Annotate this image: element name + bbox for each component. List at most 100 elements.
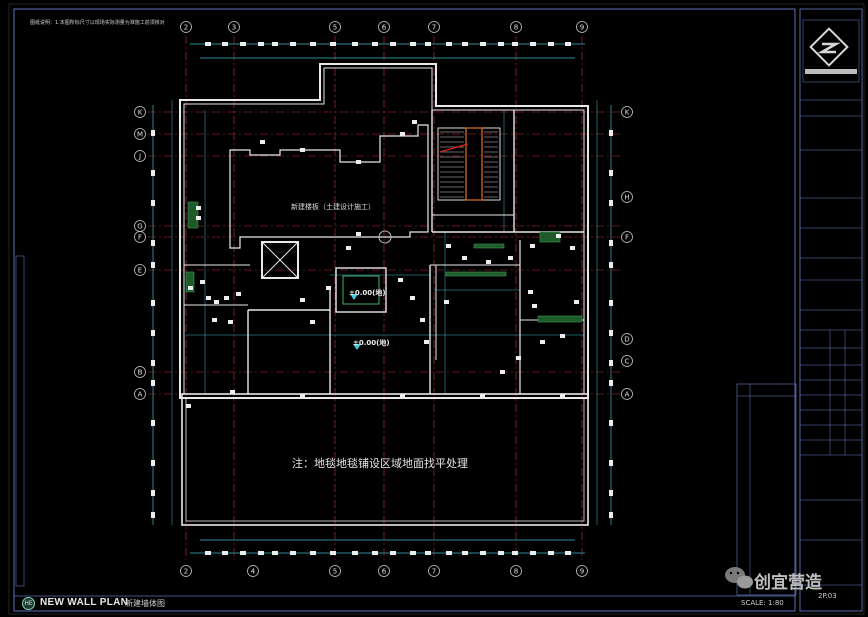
dimension-mark [151, 490, 155, 496]
cad-mark [480, 394, 485, 398]
axis-bubble-circle [228, 21, 240, 33]
dimension-mark [390, 42, 396, 46]
dimension-mark [272, 551, 278, 555]
cad-mark [346, 246, 351, 250]
axis-bubble-label: 6 [382, 568, 387, 576]
dimension-mark [352, 551, 358, 555]
dimension-mark [151, 330, 155, 336]
axis-bubble-label: 8 [514, 568, 518, 576]
dimension-mark [205, 42, 211, 46]
dimension-mark [410, 551, 416, 555]
dimension-mark [425, 42, 431, 46]
axis-bubble-label: 7 [432, 568, 436, 576]
axis-bubble-circle [134, 264, 146, 276]
dimension-mark [609, 512, 613, 518]
dimension-mark [151, 512, 155, 518]
company-logo [805, 27, 857, 74]
axis-bubble-circle [428, 565, 440, 577]
axis-bubble-circle [621, 388, 633, 400]
cad-mark [398, 278, 403, 282]
axis-bubble-circle [134, 388, 146, 400]
watermark-brand: 创宜营造 [754, 573, 822, 593]
axis-bubble: 9 [576, 565, 588, 577]
fixture-hatches [185, 201, 583, 323]
cad-mark [356, 160, 361, 164]
axis-bubble-circle [134, 366, 146, 378]
axis-bubble-circle [134, 128, 146, 140]
dimension-mark [290, 42, 296, 46]
axis-bubble-label: H [624, 194, 629, 202]
cad-mark [424, 340, 429, 344]
cad-mark [508, 256, 513, 260]
cad-mark [206, 296, 211, 300]
axis-bubble: 6 [378, 21, 390, 33]
axis-bubble-label: 5 [333, 24, 337, 32]
dimension-mark [548, 551, 554, 555]
dimension-mark [512, 42, 518, 46]
cad-mark [300, 148, 305, 152]
left-strip [15, 255, 25, 587]
axis-bubble-label: 2 [184, 24, 188, 32]
axis-bubble: F [621, 231, 633, 243]
dimension-mark [462, 42, 468, 46]
cad-mark [228, 320, 233, 324]
floor-note: 注：地毯地毯铺设区域地面找平处理 [292, 457, 468, 470]
dimension-mark [498, 42, 504, 46]
axis-bubble-label: 4 [251, 568, 256, 576]
axis-bubble-circle [621, 333, 633, 345]
cad-mark [400, 394, 405, 398]
sheet-border [13, 8, 796, 612]
axis-bubble-label: M [137, 131, 143, 139]
axis-bubble: F [134, 231, 146, 243]
cad-mark [560, 334, 565, 338]
dimension-mark [151, 200, 155, 206]
axis-bubble-label: 7 [432, 24, 436, 32]
axis-bubble: M [134, 128, 146, 140]
dimension-mark [330, 551, 336, 555]
dimension-mark [446, 42, 452, 46]
axis-bubble-label: K [138, 109, 143, 117]
dimension-mark [310, 42, 316, 46]
cad-mark [310, 320, 315, 324]
axis-bubble-circle [576, 21, 588, 33]
dimension-mark [609, 360, 613, 366]
sheet-number: 2P.03 [818, 592, 837, 600]
dimension-mark [609, 130, 613, 136]
drawing-title-cn: 新建墙体图 [125, 599, 165, 608]
dimension-mark [609, 262, 613, 268]
cad-mark [224, 296, 229, 300]
level-label-2: ±0.00(地) [353, 339, 390, 347]
axis-bubble-circle [134, 231, 146, 243]
cad-mark [560, 394, 565, 398]
axis-bubble-circle [329, 565, 341, 577]
axis-bubble: 6 [378, 565, 390, 577]
axis-bubble-label: G [137, 223, 142, 231]
dimension-mark [609, 200, 613, 206]
drawing-title-en: NEW WALL PLAN [40, 597, 129, 608]
dimension-mark [151, 380, 155, 386]
axis-bubble: C [621, 355, 633, 367]
axis-bubble-label: 5 [333, 568, 337, 576]
axis-bubble-circle [621, 106, 633, 118]
cad-mark [200, 280, 205, 284]
title-block [799, 8, 863, 612]
cad-mark [486, 260, 491, 264]
dimension-mark [151, 300, 155, 306]
axis-bubble-circle [621, 355, 633, 367]
axis-bubble: K [621, 106, 633, 118]
cad-mark [188, 286, 193, 290]
axis-bubble-circle [378, 21, 390, 33]
axis-bubble: 9 [576, 21, 588, 33]
wechat-icon [725, 567, 753, 589]
dimension-mark [530, 42, 536, 46]
axis-bubble-circle [247, 565, 259, 577]
cad-mark [212, 318, 217, 322]
dimension-mark [609, 380, 613, 386]
dimension-mark [530, 551, 536, 555]
dimension-mark [548, 42, 554, 46]
cad-mark [196, 216, 201, 220]
axis-bubble-label: 9 [580, 568, 584, 576]
cad-mark [570, 246, 575, 250]
dimension-mark [151, 240, 155, 246]
